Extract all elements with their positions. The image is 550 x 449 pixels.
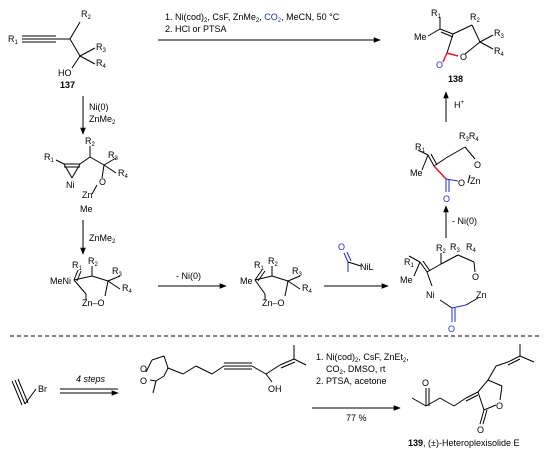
carbonyl-bond-red: [442, 52, 448, 63]
zinc-carboxylate-intermediate: [417, 146, 476, 184]
direct-conditions-line1: 1. Ni(cod)2, CsF, ZnMe2, CO2, MeCN, 50 °…: [165, 12, 340, 24]
ni0-label: Ni(0): [89, 102, 109, 112]
compound-137-id: 137: [60, 80, 75, 90]
heteroplexisolide-e-structure: [411, 344, 535, 425]
ring-oxygen-label: O: [472, 272, 479, 282]
r2-label: R2: [85, 136, 96, 148]
carbonyl-oxygen-label: O: [436, 60, 443, 70]
methylnickel-label: MeNi: [50, 276, 71, 286]
zinc-oxygen-label: Zn–O: [82, 298, 105, 308]
compound-137: [22, 21, 96, 69]
r3-label: R3: [108, 150, 119, 162]
r2-label: R2: [470, 12, 481, 24]
nickel-ligand-label: NiL: [360, 262, 374, 272]
r1-label: R1: [72, 260, 83, 272]
lactone-carbonyl-oxygen-label: O: [477, 425, 484, 435]
proton-label: H+: [454, 100, 465, 110]
ketone-oxygen-label: O: [422, 378, 429, 388]
r4-label: R4: [466, 242, 477, 254]
methyl-label: Me: [400, 275, 413, 285]
r4-label: R4: [96, 58, 107, 70]
hydroxyl-label: OH: [268, 384, 282, 394]
r3-label: R3: [96, 42, 107, 54]
methyl-label: Me: [410, 168, 423, 178]
r1-label: R1: [254, 260, 265, 272]
carboxylate-oxygen-label: O: [448, 324, 455, 334]
top-oxygen-label: O: [474, 160, 481, 170]
ring-oxygen-label: O: [458, 178, 465, 188]
co2-top-oxygen-label: O: [338, 242, 345, 252]
new-cc-bond-red: [446, 52, 459, 57]
r3-label: R3: [292, 266, 303, 278]
dioxolane-alkynol-intermediate: [145, 345, 307, 394]
minus-ni0-label-2: - Ni(0): [452, 216, 477, 226]
minus-ni0-label: - Ni(0): [176, 271, 201, 281]
r1-label: R1: [431, 8, 442, 20]
r4-label: R4: [302, 283, 313, 295]
carbonyl-oxygen-label: O: [443, 194, 450, 204]
zinc-label: Zn: [82, 190, 93, 200]
r3-label: R3: [112, 266, 123, 278]
nickel-label: Ni: [66, 180, 75, 190]
four-steps-label: 4 steps: [76, 374, 106, 384]
dioxolane-oxygen-1: O: [140, 364, 147, 374]
znme2-label: ZnMe2: [89, 114, 116, 126]
methyl-label: Me: [240, 276, 253, 286]
zinc-label: Zn: [470, 176, 481, 186]
r3-r4-label: R3R4: [459, 131, 479, 143]
nickelalactone-co2-unit: [451, 304, 467, 322]
methyl-label: Me: [414, 32, 427, 42]
nickelacyclopropene-intermediate: [55, 146, 117, 195]
vinyl-nickel-zinc-intermediate: [73, 266, 121, 300]
r2-label: R2: [88, 256, 99, 268]
r2-label: R2: [81, 9, 92, 21]
bottom-conditions-line1: 1. Ni(cod)2, CsF, ZnEt2,: [316, 352, 409, 364]
compound-138: [427, 17, 494, 55]
r2-label: R2: [436, 243, 447, 255]
r4-label: R4: [122, 283, 133, 295]
compound-139-caption: 139, (±)-Heteroplexisolide E: [408, 438, 520, 448]
ni-co2-reagent: [343, 251, 352, 272]
lactone-ring-oxygen-label: O: [496, 401, 503, 411]
znme2-step-label: ZnMe2: [89, 233, 116, 245]
propargyl-bromide: [11, 378, 37, 406]
r3-label: R3: [494, 28, 505, 40]
r3-label: R3: [450, 242, 461, 254]
ni-c-bond: [347, 261, 362, 267]
nickel-label: Ni: [426, 290, 435, 300]
hydroxyl-label: HO: [58, 68, 72, 78]
zinc-label: Zn: [476, 290, 487, 300]
new-cc-bond-red: [433, 165, 447, 180]
methyl-label: Me: [80, 204, 93, 214]
r4-label: R4: [118, 168, 129, 180]
dioxolane-oxygen-2: O: [140, 376, 147, 386]
oxygen-label: O: [99, 177, 106, 187]
r1-label: R1: [404, 257, 415, 269]
nickelalactone-intermediate: [408, 253, 479, 309]
r1-label: R1: [415, 142, 426, 154]
zinc-oxygen-label: Zn–O: [262, 298, 285, 308]
r1-label: R1: [44, 152, 55, 164]
r4-label: R4: [494, 46, 505, 58]
bottom-conditions-line2: CO2, DMSO, rt: [326, 364, 386, 376]
compound-138-id: 138: [448, 74, 463, 84]
ring-oxygen-label: O: [460, 52, 467, 62]
zinc-carboxylate-co2-unit: [445, 178, 459, 192]
direct-conditions-line2: 2. HCl or PTSA: [165, 24, 227, 34]
r2-label: R2: [268, 256, 279, 268]
zinc-alkoxide-intermediate: [254, 266, 301, 300]
bromine-label: Br: [38, 384, 47, 394]
yield-label: 77 %: [346, 413, 367, 423]
bottom-conditions-line3: 2. PTSA, acetone: [316, 376, 387, 386]
r1-label: R1: [8, 34, 19, 46]
